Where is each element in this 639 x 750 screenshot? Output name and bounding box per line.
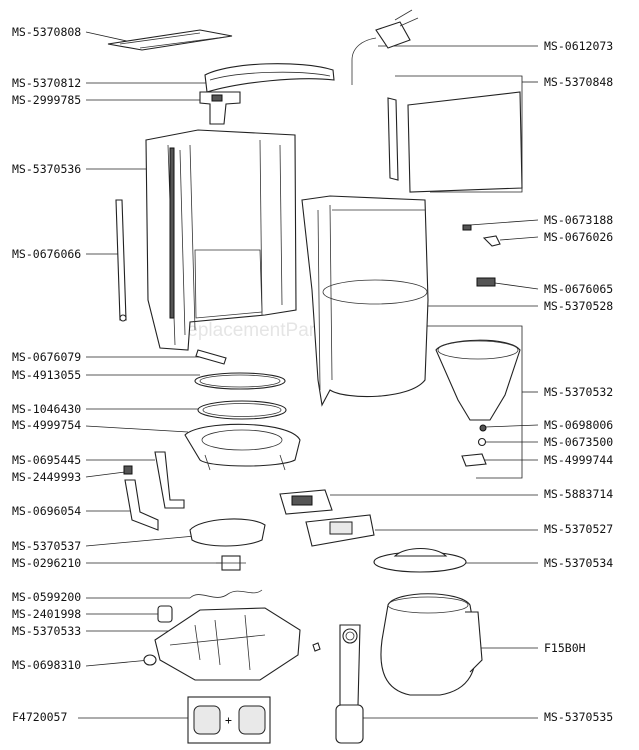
side-panel-part[interactable] xyxy=(387,91,523,193)
leader-lines-right xyxy=(330,45,539,719)
label-ms-0695445[interactable]: MS-0695445 xyxy=(12,453,81,467)
label-f15b0h[interactable]: F15B0H xyxy=(544,641,586,655)
kit-plus-symbol: + xyxy=(225,713,232,727)
label-ms-5370533[interactable]: MS-5370533 xyxy=(12,624,81,638)
label-ms-0599200[interactable]: MS-0599200 xyxy=(12,590,81,604)
label-ms-0673188[interactable]: MS-0673188 xyxy=(544,213,613,227)
label-ms-5370537[interactable]: MS-5370537 xyxy=(12,539,81,553)
label-ms-4999754[interactable]: MS-4999754 xyxy=(12,418,81,432)
label-ms-1046430[interactable]: MS-1046430 xyxy=(12,402,81,416)
gasket-ring-part[interactable] xyxy=(197,400,287,420)
label-ms-5370532[interactable]: MS-5370532 xyxy=(544,385,613,399)
housing-part[interactable] xyxy=(145,129,297,351)
shower-head-part[interactable] xyxy=(199,91,241,125)
foot-part[interactable] xyxy=(143,654,157,666)
label-ms-2999785[interactable]: MS-2999785 xyxy=(12,93,81,107)
base-part[interactable] xyxy=(154,607,301,681)
label-ms-4913055[interactable]: MS-4913055 xyxy=(12,368,81,382)
handle-part[interactable] xyxy=(335,624,364,744)
label-ms-0676079[interactable]: MS-0676079 xyxy=(12,350,81,364)
wire-part[interactable] xyxy=(189,589,263,599)
pin-part[interactable] xyxy=(312,642,321,652)
control-board-part[interactable] xyxy=(279,489,333,515)
label-ms-0296210[interactable]: MS-0296210 xyxy=(12,556,81,570)
power-cord-part[interactable] xyxy=(351,9,419,85)
thermostat-part[interactable] xyxy=(216,555,246,571)
label-ms-5370536[interactable]: MS-5370536 xyxy=(12,162,81,176)
label-ms-5370812[interactable]: MS-5370812 xyxy=(12,76,81,90)
lid-cover-part[interactable] xyxy=(107,29,233,51)
left-labels: MS-5370808 MS-5370812 MS-2999785 MS-5370… xyxy=(12,25,81,724)
filter-basket-part[interactable] xyxy=(435,339,521,421)
label-f4720057[interactable]: F4720057 xyxy=(12,710,67,724)
warming-plate-part[interactable] xyxy=(189,518,266,547)
label-ms-5370527[interactable]: MS-5370527 xyxy=(544,522,613,536)
hose-part-1[interactable] xyxy=(154,451,185,509)
foot-kit-part[interactable]: + xyxy=(187,696,271,744)
lever-part[interactable] xyxy=(482,235,501,247)
carafe-part[interactable] xyxy=(380,593,483,696)
label-ms-5370528[interactable]: MS-5370528 xyxy=(544,299,613,313)
label-ms-5370808[interactable]: MS-5370808 xyxy=(12,25,81,39)
label-ms-5370848[interactable]: MS-5370848 xyxy=(544,75,613,89)
label-ms-5883714[interactable]: MS-5883714 xyxy=(544,487,613,501)
label-ms-4999744[interactable]: MS-4999744 xyxy=(544,453,613,467)
label-ms-0696054[interactable]: MS-0696054 xyxy=(12,504,81,518)
right-labels: MS-0612073 MS-5370848 MS-0673188 MS-0676… xyxy=(544,39,613,724)
heating-element-part[interactable] xyxy=(184,423,301,471)
drip-stop-part[interactable] xyxy=(461,453,487,467)
label-ms-2449993[interactable]: MS-2449993 xyxy=(12,470,81,484)
rod-part[interactable] xyxy=(195,349,227,365)
label-ms-0676066[interactable]: MS-0676066 xyxy=(12,247,81,261)
clamp-part[interactable] xyxy=(123,465,133,475)
switch-part[interactable] xyxy=(476,277,496,287)
label-ms-5370535[interactable]: MS-5370535 xyxy=(544,710,613,724)
valve-part[interactable] xyxy=(477,437,487,447)
fuse-part[interactable] xyxy=(157,605,173,623)
label-ms-5370534[interactable]: MS-5370534 xyxy=(544,556,613,570)
lid-part[interactable] xyxy=(204,63,335,93)
water-tank-part[interactable] xyxy=(301,195,429,407)
label-ms-0698310[interactable]: MS-0698310 xyxy=(12,658,81,672)
hose-part-2[interactable] xyxy=(124,479,159,531)
tube-part[interactable] xyxy=(115,199,127,322)
label-ms-0698006[interactable]: MS-0698006 xyxy=(544,418,613,432)
label-ms-0676026[interactable]: MS-0676026 xyxy=(544,230,613,244)
label-ms-0673500[interactable]: MS-0673500 xyxy=(544,435,613,449)
label-ms-2401998[interactable]: MS-2401998 xyxy=(12,607,81,621)
label-ms-0676065[interactable]: MS-0676065 xyxy=(544,282,613,296)
small-plug-part[interactable] xyxy=(462,224,472,231)
carafe-lid-part[interactable] xyxy=(373,547,467,573)
control-panel-part[interactable] xyxy=(305,514,375,547)
label-ms-0612073[interactable]: MS-0612073 xyxy=(544,39,613,53)
spring-part[interactable] xyxy=(479,424,487,432)
seal-ring-part[interactable] xyxy=(194,372,286,390)
leader-lines-left xyxy=(78,31,222,719)
